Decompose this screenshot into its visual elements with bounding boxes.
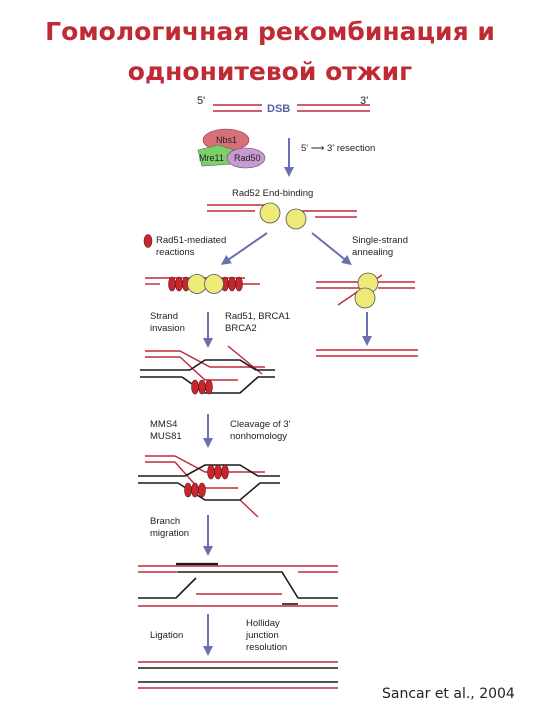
- ssa-rad52-bottom: [354, 287, 376, 309]
- nbs1-label: Nbs1: [216, 135, 237, 145]
- rad52-protein-right: [285, 208, 307, 230]
- strand-invasion-label-1: Strand: [150, 311, 178, 322]
- rad51-reactions-label-1: Rad51-mediated: [156, 235, 226, 246]
- rad50-protein: [226, 147, 266, 169]
- mms4-label: MMS4: [150, 419, 177, 430]
- branch-black-strands: [138, 562, 338, 605]
- branch-migration-label-2: migration: [150, 528, 189, 539]
- rad52-label: Rad52 End-binding: [232, 188, 313, 199]
- final-product-duplexes: [138, 661, 338, 689]
- cleavage-rad51-bottom: [184, 482, 206, 498]
- resected-duplex: [207, 204, 357, 218]
- branch-migration-label-1: Branch: [150, 516, 180, 527]
- arrow-to-ssa: [311, 232, 352, 266]
- rad51-reactions-label-2: reactions: [156, 247, 195, 258]
- ssa-product-duplex: [316, 349, 418, 357]
- rad52-on-filament-left: [187, 274, 207, 294]
- holliday-label-2: junction: [245, 630, 279, 641]
- mus81-label: MUS81: [150, 431, 182, 442]
- ligation-label: Ligation: [150, 630, 183, 641]
- d-loop-rad51: [191, 379, 213, 395]
- three-prime-label: 3': [360, 95, 368, 107]
- holliday-label-3: resolution: [246, 642, 287, 653]
- arrow-to-rad51: [220, 232, 268, 265]
- five-prime-label: 5': [197, 95, 205, 107]
- rad52-protein-left: [259, 202, 281, 224]
- d-loop-red-strands: [145, 345, 265, 381]
- dsb-duplex: [213, 104, 370, 112]
- resection-label: 5' ⟶ 3' resection: [301, 143, 375, 154]
- cleavage-rad51-top: [207, 464, 229, 480]
- brca2-label: BRCA2: [225, 323, 257, 334]
- holliday-label-1: Holliday: [246, 618, 280, 629]
- cleavage-label-1: Cleavage of 3': [230, 419, 291, 430]
- mre11-label: Mre11: [199, 153, 224, 163]
- citation: Sancar et al., 2004: [382, 686, 515, 702]
- mrn-complex: Nbs1 Mre11 Rad50: [197, 128, 266, 169]
- rad51-legend-icon: [143, 234, 153, 248]
- dsb-label: DSB: [267, 103, 290, 115]
- cleavage-label-2: nonhomology: [230, 431, 287, 442]
- branch-red-strands: [138, 565, 338, 607]
- page-title-line-1: Гомологичная рекомбинация и: [45, 17, 495, 46]
- page-title-line-2: однонитевой отжиг: [127, 57, 413, 86]
- rad52-on-filament-right: [204, 274, 224, 294]
- ssa-label-2: annealing: [352, 247, 393, 258]
- ssa-label-1: Single-strand: [352, 235, 408, 246]
- rad51-brca1-label: Rad51, BRCA1: [225, 311, 290, 322]
- rad50-label: Rad50: [234, 153, 261, 163]
- strand-invasion-label-2: invasion: [150, 323, 185, 334]
